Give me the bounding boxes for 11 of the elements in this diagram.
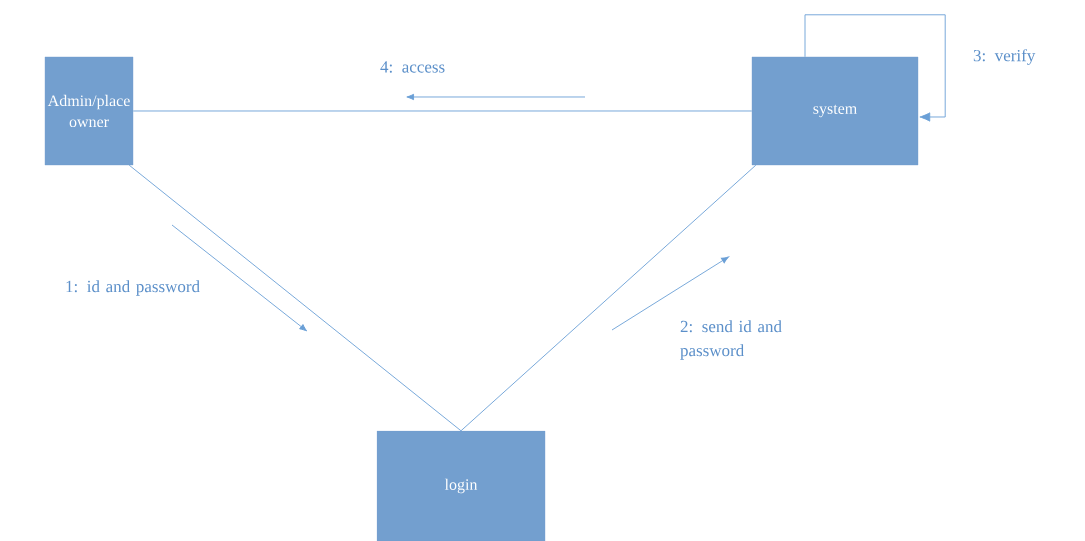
process-box: login (376, 430, 546, 541)
connector (128, 164, 462, 432)
connector (132, 110, 753, 112)
process-box: system (751, 56, 919, 166)
process-box: Admin/place owner (44, 56, 134, 166)
connector (804, 14, 946, 122)
edge-label: 2: send id and password (680, 320, 782, 360)
edge-label: 4: access (380, 61, 445, 73)
connector (460, 164, 757, 432)
edge-label: 1: id and password (66, 280, 200, 296)
edge-label: 3: verify (973, 49, 1036, 65)
